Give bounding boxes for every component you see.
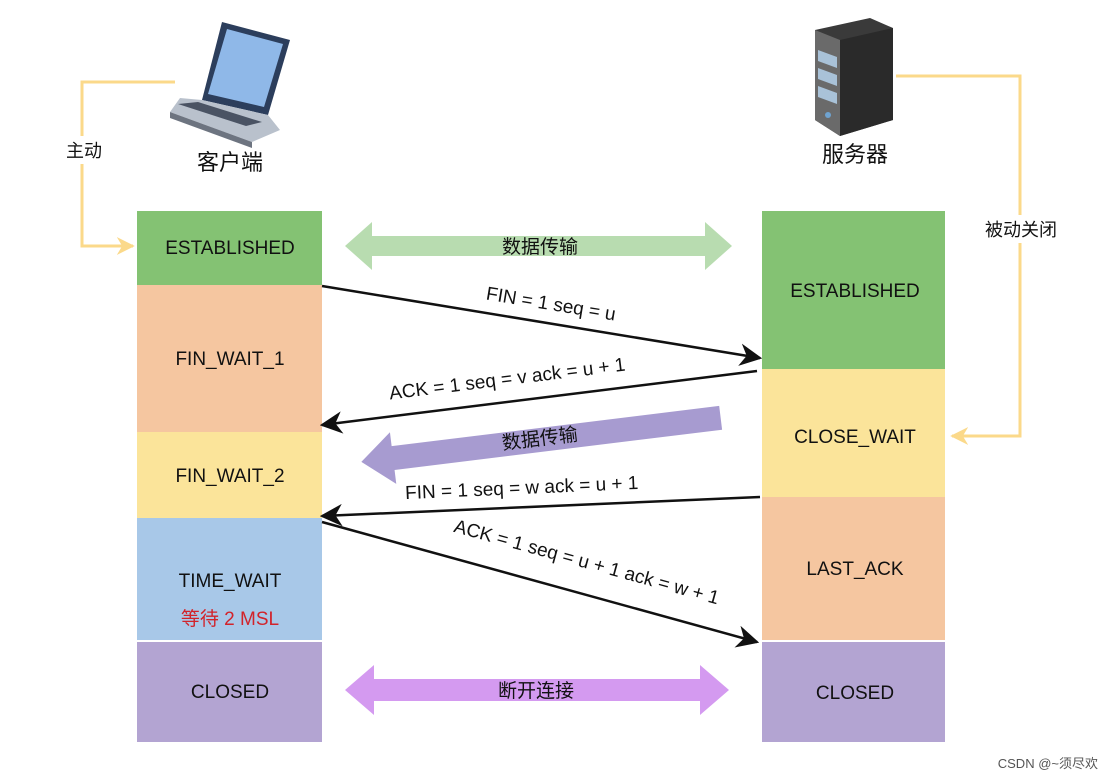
client-state-established-label: ESTABLISHED — [165, 238, 295, 259]
client-state-fin-wait-2 — [137, 432, 322, 518]
disconnect-arrow — [345, 665, 729, 715]
server-icon — [815, 18, 893, 136]
time-wait-note: 等待 2 MSL — [181, 608, 279, 630]
server-state-column: ESTABLISHED CLOSE_WAIT LAST_ACK CLOSED — [762, 211, 945, 742]
passive-guide-line — [896, 74, 1022, 445]
disconnect-label: 断开连接 — [498, 680, 574, 702]
client-state-time-wait — [137, 518, 322, 640]
server-state-closed-label: CLOSED — [816, 683, 894, 704]
ack-message-arrow — [319, 369, 758, 434]
client-state-established — [137, 211, 322, 285]
client-state-fin-wait-2-label: FIN_WAIT_2 — [175, 466, 284, 487]
final-ack-message-arrow — [321, 520, 760, 648]
server-state-established — [762, 211, 945, 369]
server-state-closed — [762, 642, 945, 742]
passive-label: 被动关闭 — [985, 220, 1057, 240]
fin-message-label: FIN = 1 seq = u — [485, 284, 618, 326]
server-label: 服务器 — [822, 142, 888, 167]
client-state-closed — [137, 642, 322, 742]
fin-message-arrow — [321, 284, 763, 366]
server-state-last-ack — [762, 497, 945, 640]
server-state-last-ack-label: LAST_ACK — [806, 559, 903, 580]
client-state-column: ESTABLISHED FIN_WAIT_1 FIN_WAIT_2 TIME_W… — [137, 211, 322, 742]
server-data-transfer-label: 数据传输 — [501, 423, 579, 454]
data-transfer-arrow — [345, 222, 732, 270]
server-state-close-wait — [762, 369, 945, 497]
server-state-close-wait-label: CLOSE_WAIT — [794, 427, 916, 448]
ack-message-label: ACK = 1 seq = v ack = u + 1 — [388, 355, 626, 405]
server-fin-message-label: FIN = 1 seq = w ack = u + 1 — [405, 473, 639, 504]
client-state-time-wait-label: TIME_WAIT — [179, 571, 282, 592]
server-state-established-label: ESTABLISHED — [790, 281, 920, 302]
data-transfer-label: 数据传输 — [502, 236, 578, 258]
server-data-transfer-arrow — [361, 405, 723, 484]
active-label: 主动 — [66, 141, 102, 161]
watermark: CSDN @~须尽欢 — [998, 756, 1098, 771]
client-state-closed-label: CLOSED — [191, 682, 269, 703]
client-state-fin-wait-1 — [137, 285, 322, 432]
server-fin-message-arrow — [319, 495, 761, 527]
laptop-icon — [170, 22, 290, 148]
client-state-fin-wait-1-label: FIN_WAIT_1 — [175, 349, 284, 370]
client-label: 客户端 — [197, 150, 263, 175]
